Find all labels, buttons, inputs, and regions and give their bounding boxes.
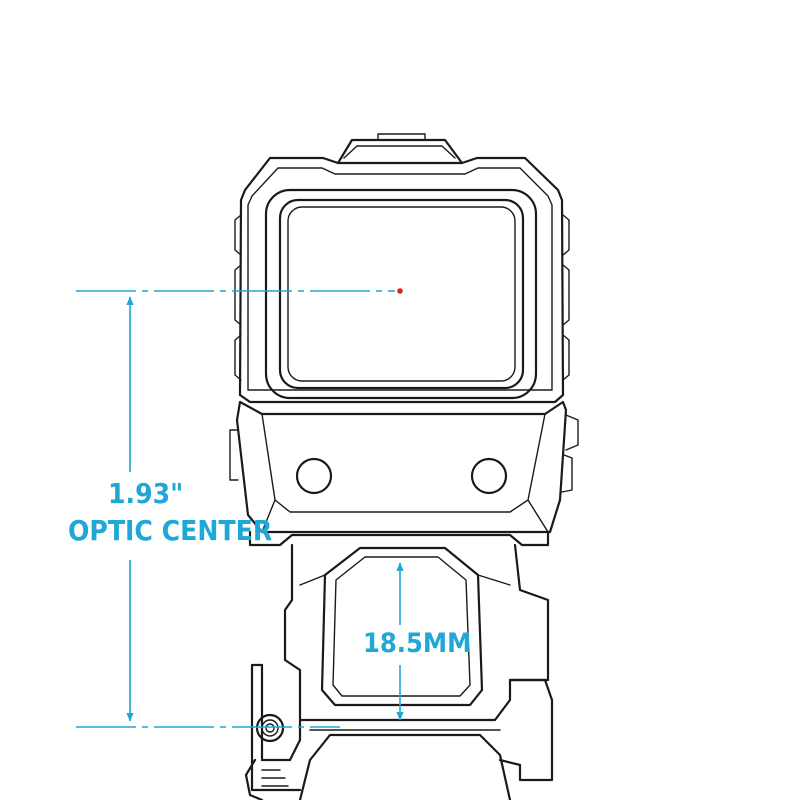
clamp-knob-mid <box>261 719 279 737</box>
top-cap-ridge <box>377 133 426 141</box>
lever-left <box>244 758 264 800</box>
right-rib-1 <box>562 214 570 256</box>
clamp-left <box>260 663 302 762</box>
window-lens <box>278 198 525 390</box>
clamp-left-body <box>250 663 302 792</box>
top-cap-inner <box>343 145 456 159</box>
right-button-top <box>565 414 579 451</box>
base-plate <box>248 530 550 547</box>
right-adjust-screw <box>470 457 508 495</box>
rail-slot <box>298 733 512 800</box>
mount-window <box>320 546 484 707</box>
mount-outline <box>283 543 550 722</box>
window-value: 18.5MM <box>363 628 472 659</box>
left-rib-2 <box>234 264 242 326</box>
hood-inner-edge <box>247 167 553 391</box>
dimension-lines <box>76 290 404 728</box>
optic-housing <box>229 133 579 547</box>
mount <box>244 543 554 800</box>
right-rib-3 <box>562 334 570 381</box>
window-lens-inner <box>287 206 516 382</box>
height-label: OPTIC CENTER <box>68 514 273 547</box>
left-rib-3 <box>234 334 242 381</box>
clamp-knob-outer <box>255 713 285 743</box>
right-rib-2 <box>562 264 570 326</box>
window-frame <box>264 188 538 400</box>
right-button-side <box>561 454 573 493</box>
left-button <box>229 429 239 481</box>
mount-edge-left <box>299 574 326 586</box>
mount-window-inner <box>332 556 471 697</box>
lower-body-right-bevel <box>527 499 549 533</box>
clamp-right <box>498 678 554 782</box>
lower-body-face <box>261 413 546 513</box>
top-cap <box>336 138 464 165</box>
mount-edge-right <box>477 574 511 586</box>
lever-grip <box>261 769 289 787</box>
left-adjust-screw <box>295 457 333 495</box>
lower-body <box>235 400 568 534</box>
reticle-dot <box>397 288 403 294</box>
left-rib-1 <box>234 214 242 256</box>
lower-body-left-bevel <box>261 499 276 533</box>
clamp-knob-center <box>265 723 275 733</box>
height-value: 1.93" <box>108 477 184 510</box>
